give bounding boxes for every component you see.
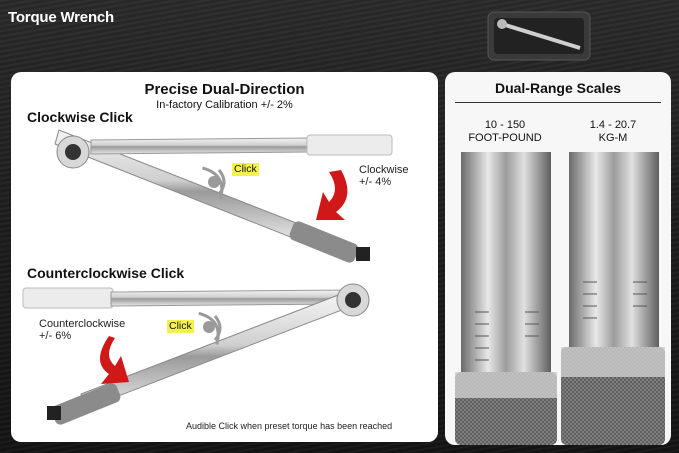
scale-left-range: 10 - 150 [484, 119, 526, 131]
panel-subheading: In-factory Calibration +/- 2% [156, 99, 293, 111]
clockwise-arrow-icon [316, 170, 348, 220]
scale-right-unit: KG-M [598, 132, 628, 144]
scale-left-barrel [455, 152, 557, 445]
wrench-illustrations [22, 129, 393, 425]
sound-wave-icon [201, 166, 226, 200]
heading-divider [455, 102, 661, 103]
counterclockwise-click-label: Click [167, 320, 194, 333]
clockwise-tolerance-line2: +/- 4% [359, 176, 392, 188]
scale-right-label: 1.4 - 20.7 KG-M [563, 119, 663, 145]
counterclockwise-title: Counterclockwise Click [27, 265, 185, 281]
clockwise-tolerance: Clockwise +/- 4% [359, 164, 409, 188]
wrench-case-image [484, 6, 594, 66]
scale-right-range: 1.4 - 20.7 [589, 119, 637, 131]
scale-right-barrel [561, 152, 665, 445]
scales-heading: Dual-Range Scales [494, 80, 622, 96]
counterclockwise-tolerance: Counterclockwise +/- 6% [39, 318, 125, 342]
scales-panel: Dual-Range Scales 10 - 150 FOOT-POUND 1.… [445, 72, 671, 445]
footer-note: Audible Click when preset torque has bee… [186, 421, 393, 431]
counterclockwise-arrow-icon [100, 336, 129, 384]
panel-heading: Precise Dual-Direction [144, 81, 305, 98]
counterclockwise-wrench [22, 283, 370, 425]
sound-wave-icon-2 [198, 311, 222, 345]
clockwise-tolerance-line1: Clockwise [359, 164, 409, 176]
direction-panel: Precise Dual-Direction In-factory Calibr… [11, 72, 438, 442]
scale-left-unit: FOOT-POUND [468, 132, 542, 144]
clockwise-title: Clockwise Click [27, 109, 133, 125]
page-title: Torque Wrench [8, 9, 115, 26]
scale-left-label: 10 - 150 FOOT-POUND [455, 119, 555, 145]
scale-closeups [455, 152, 665, 445]
clockwise-wrench [54, 129, 393, 263]
counterclockwise-tolerance-line2: +/- 6% [39, 330, 72, 342]
clockwise-click-label: Click [232, 163, 259, 176]
counterclockwise-tolerance-line1: Counterclockwise [39, 318, 126, 330]
